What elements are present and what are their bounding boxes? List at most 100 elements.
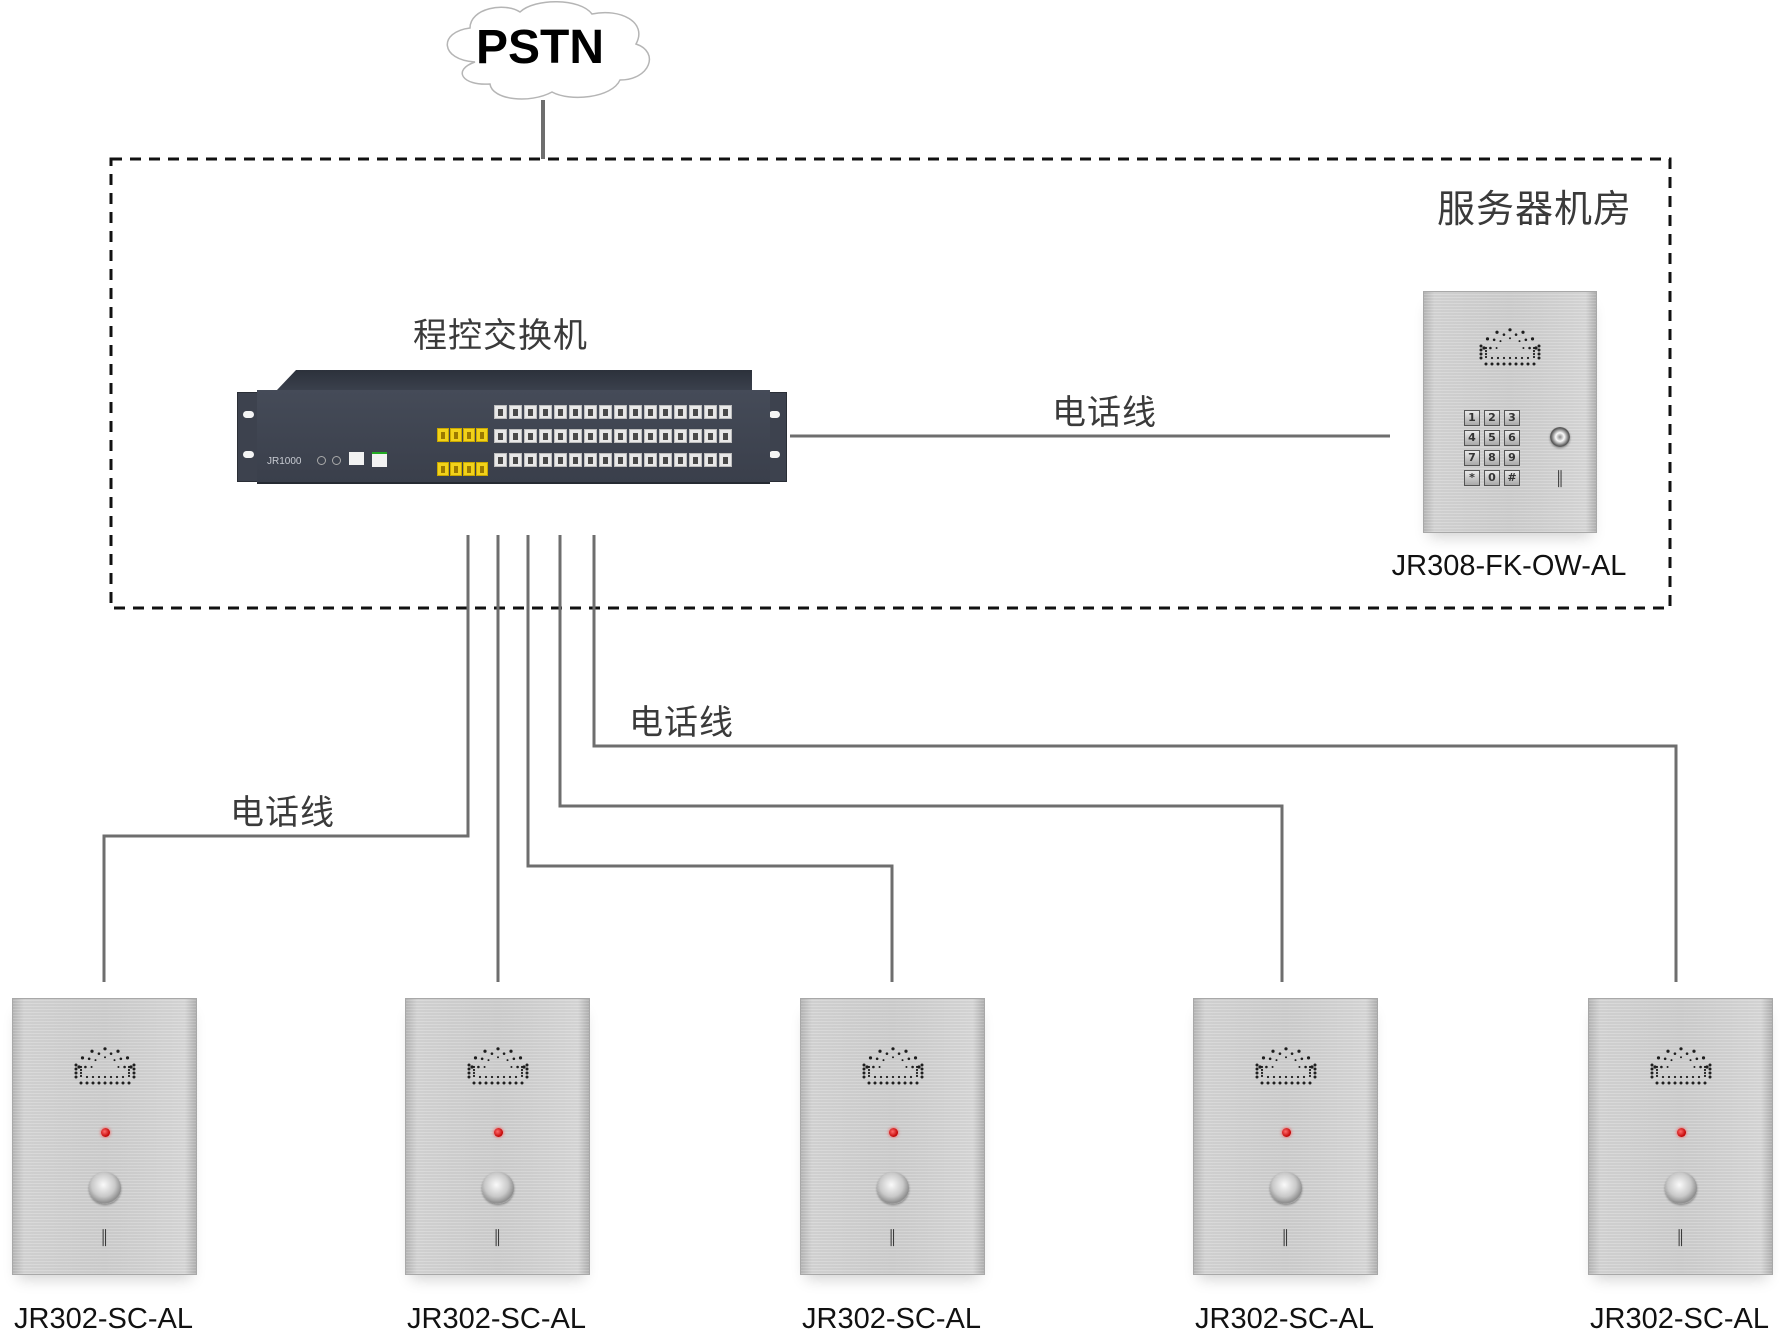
extension-port [659,429,672,443]
sos-terminal-panel: ║ [12,998,197,1275]
extension-ports-right [614,405,732,467]
extension-port [689,405,702,419]
microphone-icon: ║ [492,1229,503,1245]
extension-port [569,405,582,419]
status-led-icon [493,1128,503,1137]
co-port [463,462,475,476]
speaker-grille-icon [74,1047,135,1085]
co-port [476,462,488,476]
extension-port [569,453,582,467]
extension-port [629,453,642,467]
extension-port [494,405,507,419]
extension-port [584,453,597,467]
audio-jack-icon [317,456,326,465]
microphone-icon: ║ [99,1229,110,1245]
microphone-icon: ║ [1555,470,1565,486]
wire-label-terminal-1: 电话线 [230,793,335,833]
switch-front-panel: JR1000 [257,390,770,484]
extension-port [719,429,732,443]
extension-port [509,405,522,419]
keypad-key: 1 [1464,410,1480,426]
wire-to-terminal-1 [102,535,470,982]
switch-model-print: JR1000 [267,456,302,467]
keypad-key: 8 [1484,450,1500,466]
terminal-model: JR302-SC-AL [802,1303,981,1335]
extension-port [659,405,672,419]
extension-port [539,453,552,467]
extension-port [584,405,597,419]
wire-to-terminal-4 [558,535,1284,982]
server-room-label: 服务器机房 [1437,187,1633,231]
sos-terminal-panel: ║ [405,998,590,1275]
extension-port [674,453,687,467]
extension-port [554,453,567,467]
extension-port [554,429,567,443]
terminal-model: JR302-SC-AL [14,1303,193,1335]
extension-port [704,405,717,419]
extension-port [614,429,627,443]
sos-terminal-panel: ║ [1193,998,1378,1275]
extension-port [659,453,672,467]
keypad-key: # [1504,470,1520,486]
speaker-grille-icon [467,1047,528,1085]
switch-label: 程控交换机 [413,316,588,356]
extension-port [569,429,582,443]
wire-label-terminal-5: 电话线 [629,703,734,743]
co-port [450,428,462,442]
extension-port [674,429,687,443]
co-trunk-ports [437,428,488,476]
extension-port [719,453,732,467]
extension-port [524,429,537,443]
microphone-icon: ║ [887,1229,898,1245]
extension-port [494,453,507,467]
extension-port [689,429,702,443]
call-button [1664,1172,1697,1204]
speaker-grille-icon [1255,1047,1316,1085]
keypad-key: 6 [1504,430,1520,446]
keypad-key: 2 [1484,410,1500,426]
call-button [1269,1172,1302,1204]
co-port [450,462,462,476]
terminal-model: JR302-SC-AL [1195,1303,1374,1335]
co-port [476,428,488,442]
keypad-key: 3 [1504,410,1520,426]
microphone-icon: ║ [1675,1229,1686,1245]
keypad-key: 9 [1504,450,1520,466]
extension-port [644,429,657,443]
terminal-model: JR302-SC-AL [1590,1303,1769,1335]
status-led-icon [1281,1128,1291,1137]
extension-port [554,405,567,419]
lan-port-icon [372,452,387,467]
rs232-port-icon [349,452,364,465]
extension-port [629,405,642,419]
extension-port [704,429,717,443]
extension-port [614,453,627,467]
status-led-icon [888,1128,898,1137]
keypad-key: 7 [1464,450,1480,466]
status-led-icon [1676,1128,1686,1137]
sos-terminal-panel: ║ [1588,998,1773,1275]
status-led-icon [100,1128,110,1137]
extension-port [584,429,597,443]
extension-port [674,405,687,419]
extension-port [644,453,657,467]
pstn-cloud-icon [446,1,651,100]
speaker-grille-icon [1479,328,1541,366]
switch-top-cover [277,370,752,390]
speaker-grille-icon [1650,1047,1711,1085]
extension-port [509,453,522,467]
wire-to-terminal-3 [526,535,894,982]
extension-port [599,453,612,467]
wire-to-terminal-5 [592,535,1678,982]
extension-port [719,405,732,419]
extension-port [599,429,612,443]
keypad-key: * [1464,470,1480,486]
terminal-model: JR302-SC-AL [407,1303,586,1335]
pbx-switch: JR1000 [237,370,787,485]
extension-port [494,429,507,443]
audio-jack-icon [332,456,341,465]
extension-port [524,453,537,467]
extension-port [704,453,717,467]
